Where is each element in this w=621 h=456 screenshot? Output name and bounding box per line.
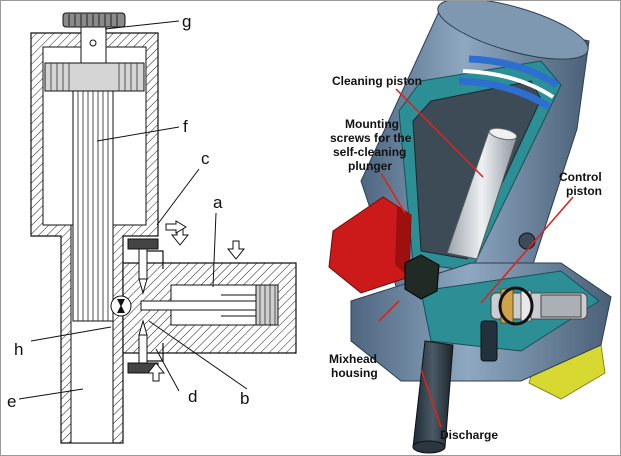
label-g: g (182, 12, 191, 31)
piston-head (44, 62, 145, 92)
label-mounting-line2: screws for the (330, 131, 412, 145)
label-mixhead-line2: housing (331, 366, 378, 380)
label-control-line1: Control (559, 170, 602, 184)
upper-nozzle-knob (127, 238, 159, 250)
control-rod (140, 300, 257, 311)
piston-rings (458, 55, 559, 110)
label-mounting-line1: Mounting (345, 117, 399, 131)
flow-arrows (146, 220, 246, 382)
label-mixhead-line1: Mixhead (329, 352, 377, 366)
leader-lines (378, 88, 574, 428)
adjust-knob (62, 12, 126, 28)
control-piston-assembly (490, 286, 588, 326)
mounting-screw (480, 320, 498, 362)
cutaway-rendering: Cleaning piston Mounting screws for the … (328, 1, 612, 454)
label-mounting-line4: plunger (348, 159, 392, 173)
label-a: a (213, 193, 223, 212)
label-discharge: Discharge (440, 428, 498, 442)
label-cleaning-piston: Cleaning piston (332, 74, 422, 88)
label-h: h (14, 340, 23, 359)
label-f: f (183, 117, 188, 136)
label-control-line2: piston (566, 184, 602, 198)
cross-section-drawing: g f c a h e d b (7, 12, 297, 444)
label-mounting-line3: self-cleaning (333, 145, 406, 159)
label-c: c (201, 149, 210, 168)
hex-plug (404, 254, 440, 300)
label-b: b (240, 389, 249, 408)
label-e: e (7, 392, 16, 411)
label-d: d (188, 387, 197, 406)
